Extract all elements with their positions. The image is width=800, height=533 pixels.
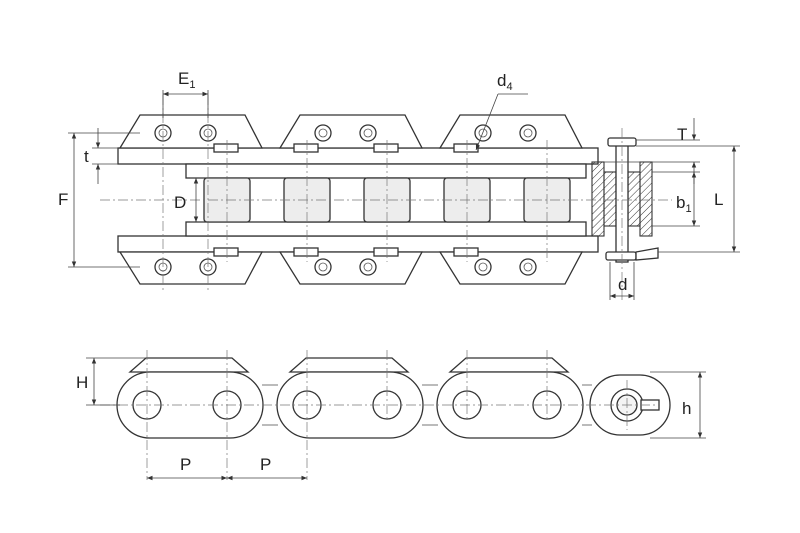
label-h-small: h [682, 399, 691, 418]
dim-l: L [636, 145, 740, 253]
label-d4: d4 [497, 71, 513, 93]
label-h-large: H [76, 373, 88, 392]
side-centre-lines [100, 350, 660, 480]
label-f: F [58, 190, 68, 209]
side-view: H h P P [76, 350, 706, 481]
dim-d-pin: d [609, 262, 635, 300]
label-t-large: T [677, 125, 687, 144]
attachment-holes [154, 124, 537, 276]
label-d-roller: D [174, 193, 186, 212]
upper-attachments [118, 114, 584, 149]
dim-b1: b1 [652, 171, 700, 227]
dim-h-small: h [650, 371, 706, 439]
dim-h-large: H [76, 357, 146, 406]
dim-t-small: t [84, 128, 118, 184]
dim-e1: E1 [162, 69, 209, 118]
dim-f: F [58, 132, 140, 268]
label-pitch-1: P [180, 455, 191, 474]
label-d-pin: d [618, 275, 627, 294]
label-pitch-2: P [260, 455, 271, 474]
top-view: E1 d4 F t D [58, 69, 740, 300]
side-inner-links [262, 384, 592, 426]
label-l: L [714, 190, 723, 209]
pin-heads [213, 143, 479, 257]
lower-attachments [118, 251, 584, 285]
label-t-small: t [84, 147, 89, 166]
dim-d-roller: D [174, 177, 250, 223]
label-b1: b1 [676, 193, 692, 215]
side-attachment-tops [128, 357, 570, 373]
dim-d4: d4 [475, 71, 528, 151]
dim-pitch: P P [147, 455, 307, 481]
label-e1: E1 [178, 69, 195, 91]
